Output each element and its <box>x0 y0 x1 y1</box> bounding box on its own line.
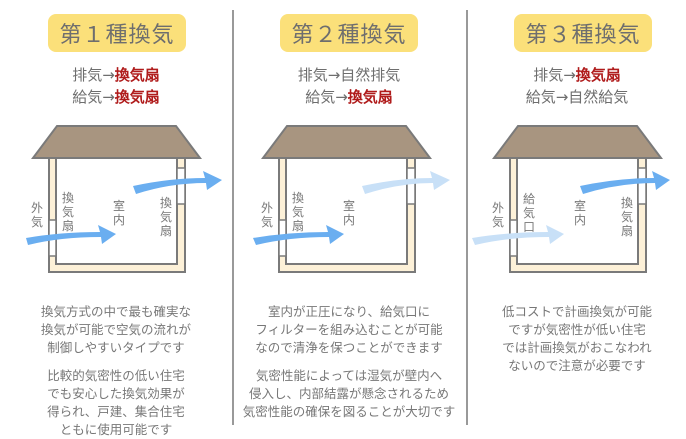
supply-arrow <box>26 225 116 245</box>
desc2-line: 気密性能によっては湿気が壁内へ <box>255 368 443 383</box>
desc2-line: 侵入し、内部結露が懸念されるため <box>248 386 449 401</box>
desc2-line: ともに使用可能です <box>59 422 173 437</box>
desc1-line: では計画換気がおこなわれ <box>502 340 652 355</box>
divider <box>466 10 468 425</box>
label-outside: 外気 <box>491 201 504 229</box>
desc2-line: でも安心した換気効果が <box>47 386 185 401</box>
flow-summary: 排気→換気扇 給気→換気扇 <box>0 64 232 108</box>
divider <box>232 10 234 425</box>
exhaust-arrow <box>580 171 670 194</box>
title-badge: 第３種換気 <box>514 14 652 52</box>
desc1-line: 換気方式の中で最も確実な <box>40 304 191 319</box>
supply-method: 換気扇 <box>347 88 393 106</box>
description: 室内が正圧になり、給気口に フィルターを組み込むことが可能 なので清浄を保つこと… <box>234 303 464 421</box>
supply-line: 給気→自然給気 <box>468 86 686 108</box>
exhaust-line: 排気→換気扇 <box>0 64 232 86</box>
desc1-line: 低コストで計画換気が可能 <box>501 304 652 319</box>
house-diagram <box>253 125 450 273</box>
label-left-device: 給気口 <box>522 192 535 234</box>
flow-summary: 排気→換気扇 給気→自然給気 <box>468 64 686 108</box>
supply-line: 給気→換気扇 <box>234 86 464 108</box>
description: 換気方式の中で最も確実な 換気が可能で空気の流れが 制御しやすいタイプです 比較… <box>0 303 232 439</box>
exhaust-arrow <box>133 171 222 194</box>
exhaust-method: 自然排気 <box>340 66 401 84</box>
supply-prefix: 給気→ <box>305 88 348 106</box>
exhaust-method: 換気扇 <box>575 66 621 84</box>
house-diagram <box>472 125 670 273</box>
exhaust-arrow <box>362 171 450 194</box>
label-right-device: 換気扇 <box>620 196 633 238</box>
desc1-line: フィルターを組み込むことが可能 <box>255 322 443 337</box>
supply-line: 給気→換気扇 <box>0 86 232 108</box>
title-badge: 第２種換気 <box>280 14 418 52</box>
roof <box>492 125 663 159</box>
exhaust-method: 換気扇 <box>114 66 160 84</box>
label-outside: 外気 <box>260 201 273 229</box>
supply-method: 換気扇 <box>114 88 160 106</box>
panel-type-3: 第３種換気 排気→換気扇 給気→自然給気 外気 給気口 室内 換気扇 低コストで… <box>468 0 686 436</box>
desc2-line: 気密性能の確保を図ることが大切です <box>242 404 456 419</box>
desc1-line: なので清浄を保つことができます <box>255 340 443 355</box>
desc1-line: ないので注意が必要です <box>508 358 646 373</box>
supply-prefix: 給気→ <box>72 88 115 106</box>
desc2-line: 得られ、戸建、集合住宅 <box>47 404 185 419</box>
roof <box>31 125 202 159</box>
label-inside: 室内 <box>342 199 355 227</box>
label-right-device: 換気扇 <box>159 196 172 238</box>
house-diagram <box>26 125 222 273</box>
label-left-device: 換気扇 <box>61 191 74 233</box>
label-outside: 外気 <box>30 201 43 229</box>
flow-summary: 排気→自然排気 給気→換気扇 <box>234 64 464 108</box>
desc1-line: 換気が可能で空気の流れが <box>40 322 191 337</box>
desc1-line: 室内が正圧になり、給気口に <box>267 304 430 319</box>
label-left-device: 換気扇 <box>291 191 304 233</box>
supply-arrow <box>472 225 564 245</box>
supply-prefix: 給気→ <box>525 88 569 106</box>
desc2-line: 比較的気密性の低い住宅 <box>47 368 185 383</box>
title-badge: 第１種換気 <box>48 14 186 52</box>
exhaust-prefix: 排気→ <box>533 66 576 84</box>
exhaust-prefix: 排気→ <box>297 66 341 84</box>
desc1-line: 制御しやすいタイプです <box>47 340 185 355</box>
description: 低コストで計画換気が可能 ですが気密性が低い住宅 では計画換気がおこなわれ ない… <box>468 303 686 375</box>
exhaust-prefix: 排気→ <box>72 66 115 84</box>
panel-type-1: 第１種換気 排気→換気扇 給気→換気扇 外気 換気扇 室内 換気扇 換気方式の中… <box>0 0 232 439</box>
supply-method: 自然給気 <box>568 88 629 106</box>
exhaust-line: 排気→自然排気 <box>234 64 464 86</box>
panel-type-2: 第２種換気 排気→自然排気 給気→換気扇 外気 換気扇 室内 室内が正圧になり、… <box>234 0 464 436</box>
roof <box>261 125 432 159</box>
exhaust-line: 排気→換気扇 <box>468 64 686 86</box>
label-inside: 室内 <box>573 199 586 227</box>
desc1-line: ですが気密性が低い住宅 <box>508 322 646 337</box>
supply-arrow <box>253 225 344 245</box>
label-inside: 室内 <box>112 199 125 227</box>
